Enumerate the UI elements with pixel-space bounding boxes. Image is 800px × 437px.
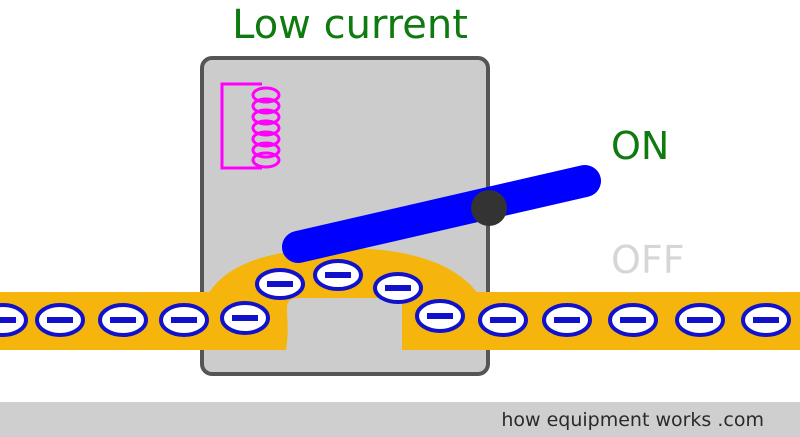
off-state-label: OFF [611, 238, 685, 282]
footer-bar: how equipment works .com [0, 402, 800, 437]
electron [255, 268, 305, 300]
electron [478, 303, 528, 337]
electron-row-left [0, 301, 270, 337]
electron [35, 303, 85, 337]
electron [741, 303, 791, 337]
electron-row-arch [255, 259, 423, 304]
switch-lever[interactable] [282, 165, 601, 263]
on-state-label: ON [611, 124, 670, 168]
electron [98, 303, 148, 337]
coil-icon [220, 82, 281, 170]
lever-pivot [471, 190, 507, 226]
electron [220, 301, 270, 335]
diagram-title: Low current [232, 2, 468, 48]
electron [415, 299, 465, 333]
electron [313, 259, 363, 291]
electron [373, 272, 423, 304]
footer-credit: how equipment works .com [501, 409, 764, 431]
electron [0, 303, 28, 337]
electron [608, 303, 658, 337]
electron [542, 303, 592, 337]
electron [675, 303, 725, 337]
electron-row-right [415, 299, 791, 337]
electron [159, 303, 209, 337]
